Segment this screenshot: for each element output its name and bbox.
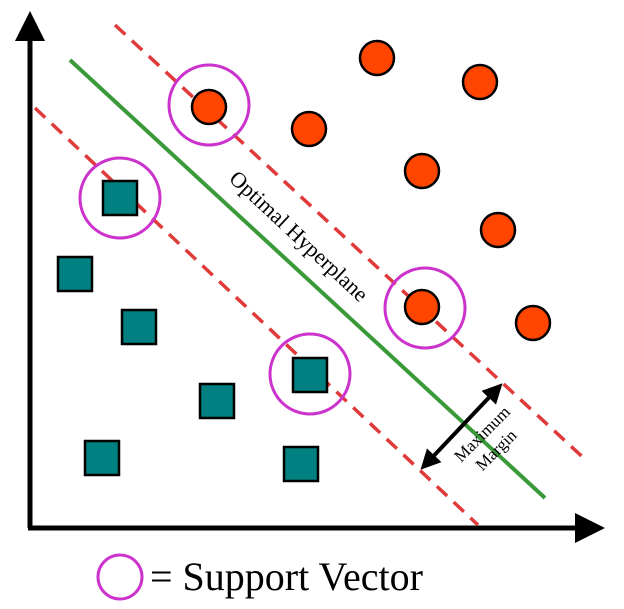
support-vector-ring [167, 63, 251, 147]
hyperplane-label: Optimal Hyperplane [225, 165, 374, 306]
class-a-point [514, 304, 552, 342]
class-a-point [358, 39, 396, 77]
class-a-point [479, 211, 517, 249]
support-vector-ring [78, 156, 162, 240]
class-b-point [83, 439, 121, 477]
margin-arrow [420, 383, 503, 470]
class-a-points [190, 39, 552, 342]
upper-margin-line [113, 23, 590, 464]
class-a-point [290, 110, 328, 148]
class-a-point [403, 288, 441, 326]
class-b-point [291, 356, 329, 394]
class-b-point [198, 382, 236, 420]
class-b-points [56, 179, 329, 483]
legend-label: = Support Vector [150, 554, 423, 599]
class-a-point [403, 152, 441, 190]
class-b-point [56, 255, 94, 293]
support-vector-ring [268, 332, 352, 416]
class-b-point [120, 308, 158, 346]
lower-margin-line [33, 106, 480, 527]
class-a-point [190, 88, 228, 126]
legend-support-vector-icon [96, 553, 144, 601]
class-b-point [282, 445, 320, 483]
support-vector-ring [383, 266, 467, 350]
class-b-point [101, 179, 139, 217]
class-a-point [461, 63, 499, 101]
support-vector-rings [78, 63, 467, 416]
